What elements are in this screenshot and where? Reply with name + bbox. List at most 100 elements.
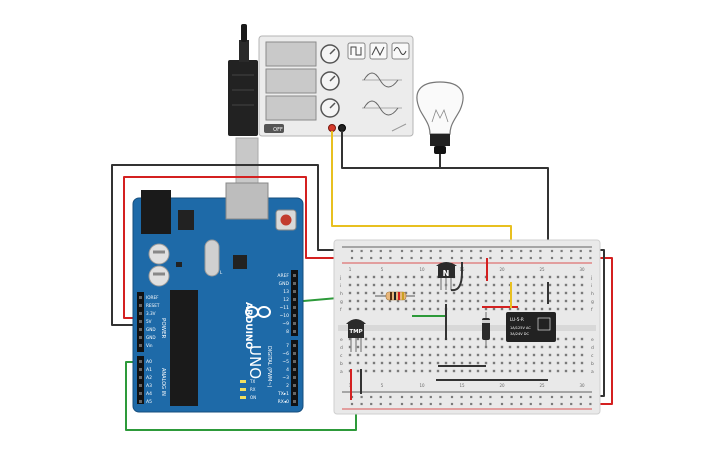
- analog-header-label: ANALOG IN: [160, 368, 166, 396]
- on-label: ON: [250, 395, 256, 400]
- bulb-glass: [416, 81, 464, 135]
- temperature-sensor[interactable]: TMP: [346, 319, 366, 352]
- relay-body: [506, 312, 556, 342]
- relay[interactable]: LU-5-R 1A/125V AC 3A/24V DC: [506, 312, 556, 342]
- power-pin-label: GND: [146, 327, 156, 332]
- relay-rating-dc: 3A/24V DC: [510, 332, 529, 336]
- column-number: 20: [499, 267, 505, 272]
- digital-pin-label: 8: [286, 329, 289, 335]
- l-label: L: [220, 270, 223, 275]
- wire-transistor-black[interactable]: [450, 262, 463, 292]
- column-number: 30: [579, 383, 585, 388]
- on-led: [240, 396, 246, 399]
- usb-connector: [239, 40, 249, 62]
- row-letter: j: [339, 275, 341, 281]
- wire-5v-red[interactable]: [123, 176, 336, 319]
- transistor-label: N: [443, 269, 450, 278]
- power-pin-label: RESET: [146, 303, 160, 308]
- column-number: 5: [381, 267, 384, 272]
- positive-terminal[interactable]: [328, 124, 336, 132]
- display-2: [265, 68, 317, 94]
- analog-pin-label: A2: [146, 375, 152, 381]
- row-letter: c: [591, 354, 594, 359]
- analog-pin-label: A4: [146, 391, 152, 397]
- rx-led: [240, 388, 246, 391]
- analog-pin-label: A1: [146, 367, 152, 373]
- digital-header-label: DIGITAL (PWM~): [266, 346, 272, 388]
- row-letter: i: [340, 283, 341, 289]
- relay-coil-symbol: [537, 317, 551, 331]
- digital-header-top: [291, 270, 298, 336]
- digital-pin-label: ~11: [280, 305, 290, 311]
- npn-transistor[interactable]: N: [436, 262, 457, 290]
- rx-label: RX: [250, 387, 256, 392]
- power-button[interactable]: [264, 124, 284, 133]
- digital-pin-label: 2: [286, 383, 289, 389]
- diode[interactable]: [482, 312, 490, 346]
- digital-pin-label: ~9: [282, 321, 289, 327]
- row-letter: a: [591, 370, 594, 375]
- column-number: 15: [459, 383, 465, 388]
- analog-pin-label: A3: [146, 383, 152, 389]
- row-letter: c: [340, 354, 343, 359]
- analog-header: [137, 356, 144, 404]
- column-number: 10: [419, 267, 425, 272]
- light-bulb: [416, 81, 464, 154]
- column-number: 25: [539, 383, 545, 388]
- negative-terminal[interactable]: [338, 124, 346, 132]
- brand-label: ARDUINO: [243, 302, 253, 350]
- digital-pin-label: ~10: [280, 313, 290, 319]
- power-supply: OFF: [258, 35, 414, 137]
- breadboard-jumpers: [350, 258, 549, 400]
- model-label: UNO: [246, 345, 264, 379]
- digital-pin-label: 4: [286, 367, 289, 373]
- relay-rating-ac: 1A/125V AC: [510, 326, 531, 330]
- bulb-filament: [431, 108, 449, 123]
- digital-pin-label: GND: [279, 281, 290, 287]
- usb-cable-body: [235, 137, 259, 187]
- arduino-logo-icon: [245, 306, 271, 318]
- usb-port: [225, 182, 269, 220]
- row-letter: i: [591, 283, 592, 289]
- column-number: 5: [381, 383, 384, 388]
- display-1: [265, 41, 317, 67]
- digital-header-bottom: [291, 340, 298, 406]
- row-letter: a: [340, 370, 343, 375]
- wire-supply-black[interactable]: [341, 131, 549, 282]
- digital-pin-label: 13: [283, 289, 289, 295]
- digital-pin-label: TX▸1: [277, 391, 289, 397]
- usb-chip: [233, 255, 247, 269]
- digital-pin-label: RX◂0: [278, 399, 289, 405]
- column-number: 10: [419, 383, 425, 388]
- tx-label: TX: [249, 379, 255, 384]
- capacitor-2: [148, 265, 170, 287]
- center-gap: [338, 325, 596, 331]
- power-pin-label: 5V: [146, 319, 152, 324]
- resistor[interactable]: [375, 291, 415, 301]
- row-letter: f: [340, 307, 342, 313]
- power-pin-label: Vin: [146, 343, 153, 348]
- row-letter: h: [340, 291, 343, 297]
- column-number: 25: [539, 267, 545, 272]
- column-number: 20: [499, 383, 505, 388]
- row-letter: f: [591, 307, 593, 313]
- analog-pin-label: A5: [146, 399, 152, 405]
- power-pin-label: GND: [146, 335, 156, 340]
- column-number: 30: [579, 267, 585, 272]
- wire-gnd-black[interactable]: [111, 164, 336, 326]
- digital-pin-label: ~3: [282, 375, 289, 381]
- power-button-label: OFF: [273, 127, 283, 133]
- voltage-regulator: [178, 210, 194, 230]
- capacitor-1: [148, 243, 170, 265]
- bulb-socket: [430, 134, 450, 146]
- digital-pin-label: AREF: [277, 273, 289, 279]
- usb-plug: [228, 60, 258, 136]
- analog-pin-label: A0: [146, 359, 152, 365]
- row-letter: e: [591, 338, 594, 343]
- digital-pin-label: 12: [283, 297, 289, 303]
- reset-button[interactable]: [280, 214, 292, 226]
- sensor-label: TMP: [349, 329, 362, 335]
